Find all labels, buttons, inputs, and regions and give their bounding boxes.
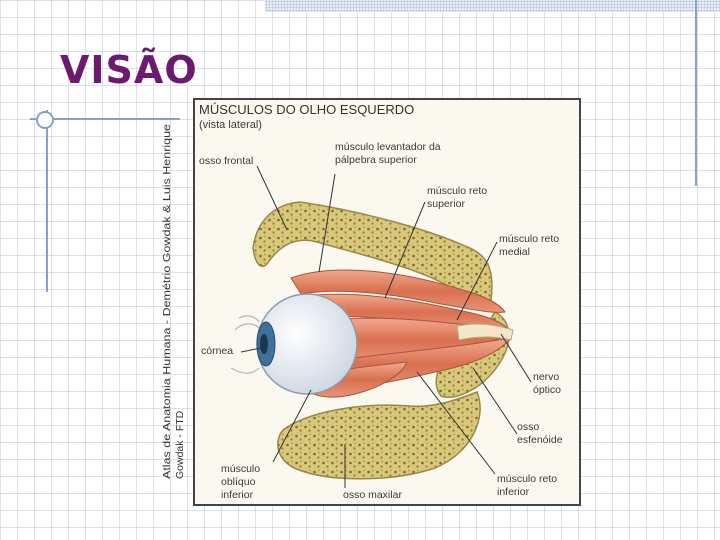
leader-lines bbox=[240, 165, 532, 488]
label-levator-line1: músculo levantador da bbox=[335, 141, 441, 153]
leader-frontal bbox=[256, 165, 288, 231]
label-medial-line2: medial bbox=[499, 246, 530, 258]
label-medial-line1: músculo reto bbox=[499, 233, 559, 245]
pupil-shape bbox=[260, 334, 268, 354]
levator-muscle-shape bbox=[290, 269, 506, 313]
label-superior-line2: superior bbox=[427, 198, 465, 210]
slide-title: VISÃO bbox=[60, 48, 198, 92]
label-oblique-line1: músculo bbox=[221, 463, 260, 475]
label-sphenoid-line1: osso bbox=[517, 421, 539, 433]
leader-optic bbox=[500, 333, 532, 383]
label-maxilla: osso maxilar bbox=[343, 489, 402, 501]
label-osso-frontal: osso frontal bbox=[199, 155, 253, 167]
label-inferior-line2: inferior bbox=[497, 486, 530, 498]
label-inferior-line1: músculo reto bbox=[497, 473, 557, 485]
label-oblique-line2: oblíquo bbox=[221, 476, 256, 488]
leader-sphenoid bbox=[472, 367, 518, 435]
eye-muscles-figure: MÚSCULOS DO OLHO ESQUERDO (vista lateral… bbox=[193, 98, 581, 506]
label-sphenoid-line2: esfenóide bbox=[517, 434, 563, 446]
label-cornea: córnea bbox=[201, 345, 233, 357]
image-credit: Atlas de Anatomia Humana - Demétrio Gowd… bbox=[161, 124, 186, 479]
label-levator-line2: pálpebra superior bbox=[335, 154, 417, 166]
credit-line-1: Atlas de Anatomia Humana - Demétrio Gowd… bbox=[161, 124, 173, 479]
leader-levator bbox=[318, 173, 336, 273]
maxillary-bone-shape bbox=[277, 391, 481, 480]
left-decoration-circle bbox=[36, 111, 54, 129]
left-decoration-vline bbox=[46, 110, 48, 292]
leader-cornea bbox=[240, 347, 262, 353]
label-superior-line1: músculo reto bbox=[427, 185, 487, 197]
right-decoration-rule bbox=[695, 0, 697, 186]
label-oblique-line3: inferior bbox=[221, 489, 254, 501]
optic-nerve-shape bbox=[456, 323, 514, 341]
label-optic-line1: nervo bbox=[533, 371, 559, 383]
top-decoration-bar bbox=[265, 0, 720, 12]
leader-inferior bbox=[416, 371, 496, 475]
label-optic-line2: óptico bbox=[533, 384, 561, 396]
eyelid-tissue-shape bbox=[230, 315, 260, 374]
figure-heading: MÚSCULOS DO OLHO ESQUERDO bbox=[199, 102, 414, 117]
leader-oblique bbox=[272, 389, 312, 463]
leader-superior bbox=[384, 201, 426, 299]
eye-muscles-diagram: MÚSCULOS DO OLHO ESQUERDO (vista lateral… bbox=[199, 102, 563, 501]
leader-medial bbox=[456, 241, 498, 321]
figure-subheading: (vista lateral) bbox=[199, 119, 262, 131]
left-decoration-hline bbox=[30, 118, 180, 120]
credit-line-2: Gowdak - FTD bbox=[174, 410, 186, 479]
